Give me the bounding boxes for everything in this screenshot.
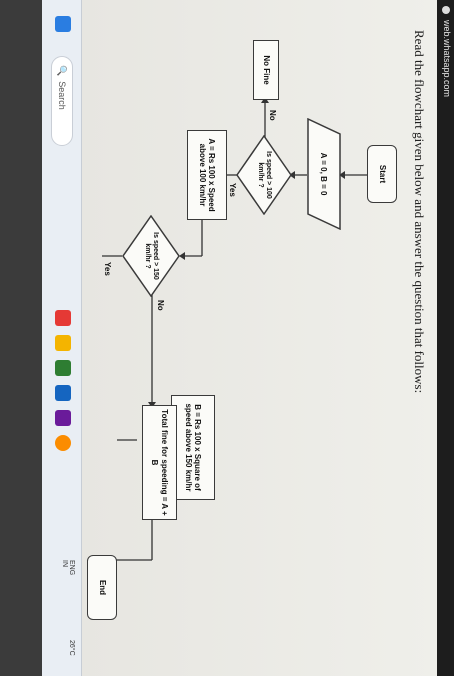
windows-start-icon[interactable] [55,16,71,32]
yes-label-2: Yes [103,262,112,276]
fine-a-node: A = Rs 100 x Speed above 100 km/hr [187,130,227,220]
start-node: Start [367,145,397,203]
flowchart-connectors [102,97,367,561]
decision2-label: Is speed > 150 km/hr ? [144,232,159,280]
total-node: Total fine for speeding = A + B [142,405,177,520]
weather-indicator[interactable]: 26°C [68,640,75,656]
taskbar-strip: 🔍 Search ENG IN 26°C [41,0,82,676]
whatsapp-image-view: Read the flowchart given below and answe… [82,0,437,676]
language-indicator[interactable]: ENG IN [61,560,75,575]
decision1-node: Is speed > 100 km/hr ? [236,134,292,216]
chrome-icon[interactable] [55,435,71,451]
init-label: A = 0, B = 0 [319,152,329,196]
yes-label: Yes [228,183,237,197]
no-label-2: No [156,300,165,311]
windows-taskbar: 🔍 Search ENG IN 26°C [0,0,82,676]
desk-surface [0,0,42,676]
address-bar[interactable]: web.whatsapp.com [442,20,452,98]
browser-tab-icon[interactable] [442,6,450,14]
browser-top-bar: web.whatsapp.com [437,0,454,676]
decision1-label: Is speed > 100 km/hr ? [257,151,272,199]
search-box[interactable]: 🔍 Search [51,56,73,146]
decision2-node: Is speed > 150 km/hr ? [122,214,180,298]
app-icon-red[interactable] [55,310,71,326]
no-fine-node: No Fine [253,40,279,100]
folder-icon[interactable] [55,335,71,351]
no-label: No [268,110,277,121]
app-icon-green[interactable] [55,360,71,376]
search-placeholder: Search [57,81,67,110]
end-node: End [87,555,117,620]
init-node: A = 0, B = 0 [307,117,341,231]
region-label: IN [61,560,68,567]
app-icon-blue[interactable] [55,385,71,401]
app-icon-purple[interactable] [55,410,71,426]
search-icon: 🔍 [57,65,68,77]
fine-b-node: B = Rs 100 x Square of speed above 150 k… [171,395,215,500]
lang-label: ENG [68,560,75,576]
